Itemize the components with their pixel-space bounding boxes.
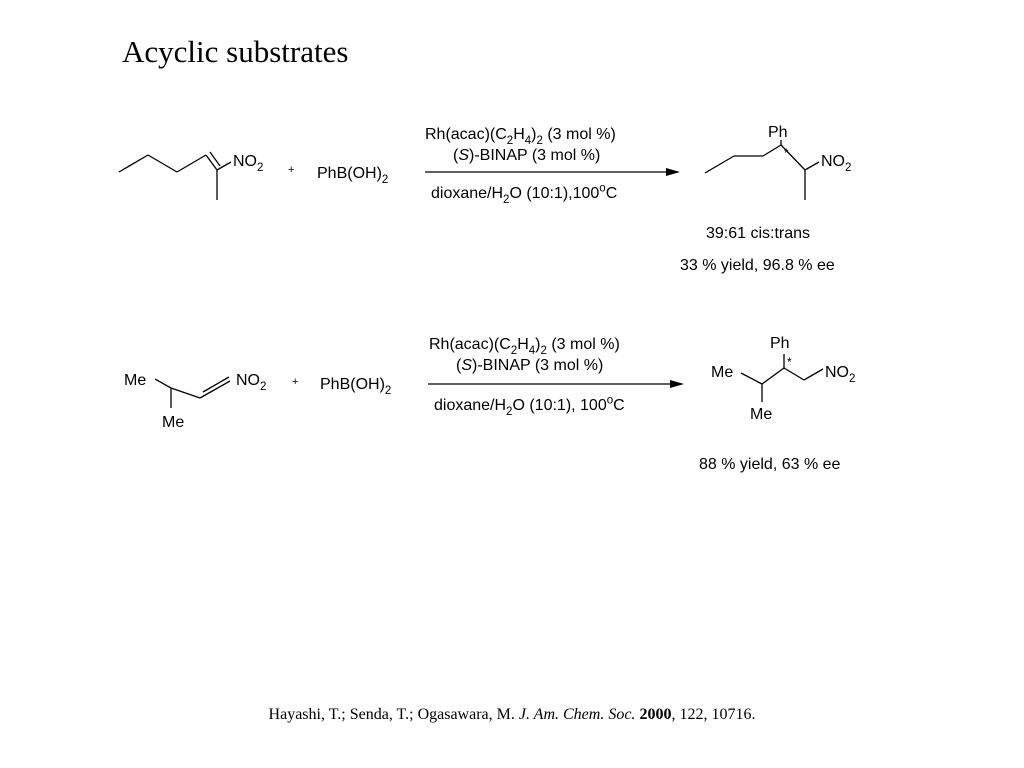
plus-sign-2: + (292, 376, 298, 388)
reagent-1-label: PhB(OH)2 (317, 165, 388, 186)
reaction-1: NO2 + PhB(OH)2 Rh(acac)(C2H4)2 (3 mol %)… (118, 124, 851, 274)
citation-journal: J. Am. Chem. Soc. (518, 706, 636, 723)
product-1-structure (704, 140, 820, 200)
slide-title: Acyclic substrates (122, 34, 349, 69)
product-2-me-left-label: Me (711, 364, 733, 381)
reaction-arrow-1 (425, 168, 680, 176)
outcome-2-yield: 88 % yield, 63 % ee (699, 456, 841, 473)
product-2-me-bottom-label: Me (750, 406, 772, 423)
substrate-1-structure (118, 151, 232, 200)
conditions-1-ligand: (S)-BINAP (3 mol %) (453, 147, 600, 164)
conditions-2-catalyst: Rh(acac)(C2H4)2 (3 mol %) (429, 336, 620, 357)
product-1-stereocenter-star: * (784, 146, 789, 160)
citation-details: , 122, 10716. (671, 706, 756, 723)
product-2-structure (740, 354, 824, 402)
substrate-2-me-bottom-label: Me (162, 414, 184, 431)
substrate-1-no2-label: NO2 (233, 153, 263, 174)
plus-sign-1: + (288, 164, 294, 176)
product-2-ph-label: Ph (770, 335, 790, 352)
substrate-2-structure (154, 376, 231, 408)
conditions-2-ligand: (S)-BINAP (3 mol %) (456, 357, 603, 374)
citation-authors: Hayashi, T.; Senda, T.; Ogasawara, M. (268, 706, 515, 723)
outcome-1-yield: 33 % yield, 96.8 % ee (680, 257, 835, 274)
reaction-arrow-2 (428, 380, 684, 388)
conditions-1-catalyst: Rh(acac)(C2H4)2 (3 mol %) (425, 126, 616, 147)
conditions-1-solvent: dioxane/H2O (10:1),100oC (431, 182, 617, 206)
product-1-no2-label: NO2 (821, 153, 851, 174)
outcome-1-ratio: 39:61 cis:trans (706, 225, 810, 242)
reaction-2: Me Me NO2 + PhB(OH)2 Rh(acac)(C2H4)2 (3 … (124, 335, 855, 473)
product-2-stereocenter-star: * (787, 355, 792, 369)
citation-year: 2000 (639, 706, 672, 723)
conditions-2-solvent: dioxane/H2O (10:1), 100oC (434, 394, 625, 418)
product-2-no2-label: NO2 (825, 364, 855, 385)
substrate-2-me-top-label: Me (124, 372, 146, 389)
product-1-ph-label: Ph (768, 124, 788, 141)
substrate-2-no2-label: NO2 (236, 372, 266, 393)
reagent-2-label: PhB(OH)2 (320, 376, 391, 397)
citation: Hayashi, T.; Senda, T.; Ogasawara, M. J.… (0, 706, 1024, 724)
